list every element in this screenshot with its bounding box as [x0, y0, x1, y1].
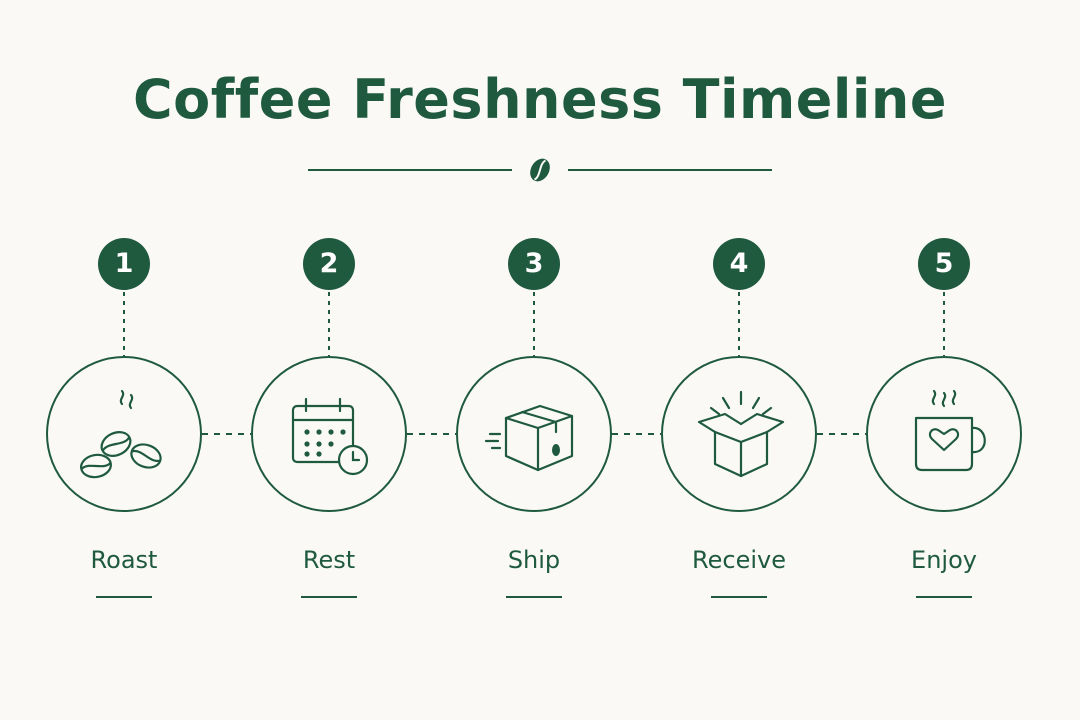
- step-number-badge: 5: [918, 238, 970, 290]
- step-label-underline: [711, 596, 767, 598]
- step-icon-circle: [251, 356, 407, 512]
- step-number-badge: 1: [98, 238, 150, 290]
- mug-heart-icon: [914, 389, 986, 472]
- step-label-underline: [916, 596, 972, 598]
- step-label: Receive: [692, 546, 786, 574]
- page-title: Coffee Freshness Timeline: [132, 68, 947, 131]
- step-label: Enjoy: [911, 546, 977, 574]
- shipping-box-icon: [484, 404, 574, 472]
- step-label-underline: [96, 596, 152, 598]
- step-label: Rest: [302, 546, 356, 574]
- step-label: Roast: [90, 546, 158, 574]
- coffee-bean-icon: [530, 158, 550, 182]
- coffee-beans-icon: [80, 389, 162, 479]
- step-label: Ship: [507, 546, 561, 574]
- calendar-clock-icon: [291, 397, 369, 476]
- step-icon-circle: [46, 356, 202, 512]
- step-label-underline: [301, 596, 357, 598]
- step-icon-circle: [456, 356, 612, 512]
- step-icon-circle: [661, 356, 817, 512]
- title-divider: [308, 158, 772, 182]
- step-number-badge: 2: [303, 238, 355, 290]
- open-box-icon: [697, 390, 785, 478]
- step-number-badge: 4: [713, 238, 765, 290]
- step-icon-circle: [866, 356, 1022, 512]
- step-number-badge: 3: [508, 238, 560, 290]
- step-label-underline: [506, 596, 562, 598]
